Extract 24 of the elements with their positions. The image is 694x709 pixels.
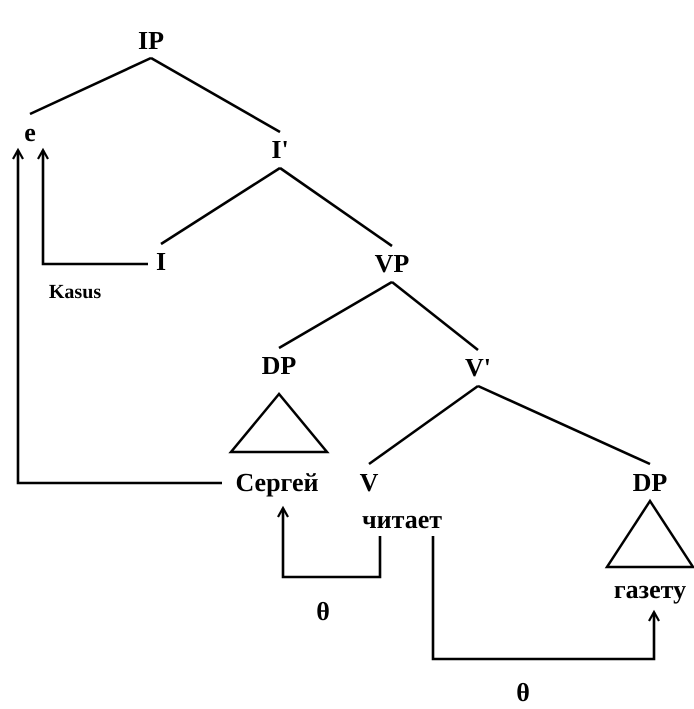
tree-branch-line: [29, 56, 152, 116]
arrow: [276, 506, 382, 578]
node-label: V: [360, 470, 378, 496]
node-label: газету: [614, 577, 686, 603]
node-label: DP: [262, 353, 296, 379]
node-label: e: [24, 120, 36, 146]
node-label: I: [156, 249, 166, 275]
node-label: V': [465, 355, 491, 381]
arrow: [36, 148, 148, 266]
node-label: читает: [362, 507, 442, 533]
node-label: VP: [374, 251, 410, 277]
arrow: [432, 536, 660, 660]
node-label: DP: [632, 470, 668, 496]
tree-branch-line: [278, 280, 393, 350]
tree-branch-line: [368, 384, 479, 466]
node-label: IP: [138, 28, 164, 54]
tree-branch-line: [150, 56, 281, 134]
arrow: [12, 148, 222, 484]
tree-branch-line: [279, 166, 393, 248]
tree-branch-line: [477, 384, 651, 466]
node-label: Сергей: [235, 470, 319, 496]
node-label: I': [271, 137, 289, 163]
tree-branch-line: [160, 166, 281, 246]
tree-branch-line: [391, 280, 479, 352]
